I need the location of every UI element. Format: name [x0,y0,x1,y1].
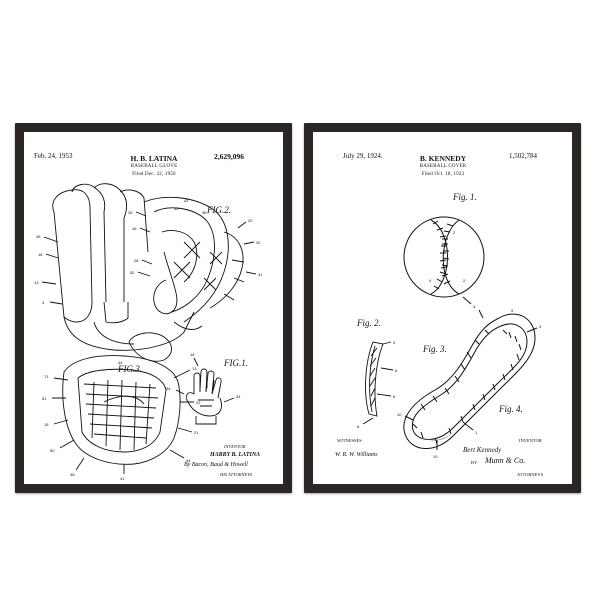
right-patent-title: BASEBALL COVER [419,164,467,169]
right-patent-filed: Filed Oct. 18, 1923 [421,172,465,177]
right-witnesses-label: WITNESSES [337,438,362,443]
svg-text:41: 41 [120,476,125,481]
left-patent-print: Feb. 24, 1953 H. B. LATINA BASEBALL GLOV… [24,132,283,484]
baseball-fig2-drawing: 5 6 6 6 [357,340,398,429]
right-fig2-label: Fig. 2. [357,318,381,328]
glove-fig3-drawing: 71 51 15 50 13 22 21 44 41 38 44 [42,132,201,481]
svg-text:6: 6 [393,394,396,399]
glove-fig1-drawing: 34 34 18 [166,352,241,484]
svg-text:26: 26 [128,210,133,215]
left-patent-date: Feb. 24, 1953 [34,152,73,160]
svg-text:71: 71 [44,374,49,379]
svg-text:39: 39 [174,206,179,211]
left-fig3-label: FIG.3. [118,364,142,374]
svg-text:44: 44 [186,458,191,463]
svg-text:4: 4 [429,278,432,283]
left-attorneys-label: HIS ATTORNEYS [220,472,253,477]
right-patent-date: July 29, 1924. [343,152,383,160]
svg-text:9: 9 [511,308,514,313]
svg-text:18: 18 [190,352,195,357]
svg-text:1: 1 [473,304,476,309]
right-inventor-signature: Bert Kennedy [463,446,502,454]
svg-text:38: 38 [202,210,207,215]
svg-text:22: 22 [196,400,201,405]
svg-text:20: 20 [248,218,253,223]
baseball-fig1-drawing: 2 2 4 1 [313,132,572,309]
svg-text:34: 34 [236,394,241,399]
svg-text:6: 6 [395,368,398,373]
svg-text:32: 32 [256,240,261,245]
svg-text:34: 34 [166,386,171,391]
right-patent-number: 1,502,784 [509,152,537,160]
baseball-fig3-drawing: 10 10 1 3 1 9 [397,304,542,459]
svg-text:2: 2 [453,230,456,235]
svg-text:21: 21 [194,430,199,435]
right-attorneys-label: ATTORNEYS [517,472,544,477]
svg-text:13: 13 [34,280,39,285]
left-fig2-label: FIG.2. [207,205,231,215]
right-witness-signature: W. R. W. Williams [335,452,378,458]
right-fig4-label: Fig. 4. [499,404,523,414]
svg-text:1: 1 [475,430,478,435]
left-fig1-label: FIG.1. [224,358,248,368]
left-patent-filed: Filed Dec. 22, 1950 [132,172,176,177]
right-picture-frame: July 29, 1924. B. KENNEDY BASEBALL COVER… [304,123,581,493]
svg-text:15: 15 [44,422,49,427]
svg-text:38: 38 [70,472,75,477]
svg-text:42: 42 [184,198,189,203]
left-picture-frame: Feb. 24, 1953 H. B. LATINA BASEBALL GLOV… [15,123,292,493]
svg-text:2: 2 [463,278,466,283]
svg-text:10: 10 [397,412,402,417]
right-attorney-signature: Munn & Co. [485,456,526,465]
right-patent-inventor-header: B. KENNEDY [419,154,467,163]
svg-text:51: 51 [42,396,47,401]
svg-text:28: 28 [134,258,139,263]
svg-text:6: 6 [357,424,360,429]
svg-text:31: 31 [258,272,263,277]
svg-text:4: 4 [42,300,45,305]
left-patent-inventor-header: H. B. LATINA [130,154,178,163]
right-attorney-by: BY [471,460,478,465]
left-patent-title: BASEBALL GLOVE [130,164,178,169]
svg-text:5: 5 [393,340,396,345]
left-inventor-name: HARRY B. LATINA [210,452,261,458]
svg-text:3: 3 [539,324,542,329]
svg-text:1: 1 [473,304,476,309]
svg-text:45: 45 [36,234,41,239]
svg-text:52: 52 [130,270,135,275]
right-patent-print: July 29, 1924. B. KENNEDY BASEBALL COVER… [313,132,572,484]
svg-text:10: 10 [433,454,438,459]
right-inventor-label: INVENTOR [519,438,542,443]
svg-text:13: 13 [192,366,197,371]
svg-text:50: 50 [50,448,55,453]
right-fig3-label: Fig. 3. [423,344,447,354]
glove-fig2-drawing: 45 18 13 4 26 16 28 52 20 32 31 39 42 38 [34,132,263,484]
svg-text:44: 44 [118,360,123,365]
left-patent-number: 2,629,096 [214,152,244,161]
svg-text:18: 18 [38,252,43,257]
svg-text:16: 16 [132,226,137,231]
left-attorney-signature: By Bacon, Baud & Howell [184,462,248,468]
left-inventor-label: INVENTOR [224,444,246,449]
right-fig1-label: Fig. 1. [453,192,477,202]
